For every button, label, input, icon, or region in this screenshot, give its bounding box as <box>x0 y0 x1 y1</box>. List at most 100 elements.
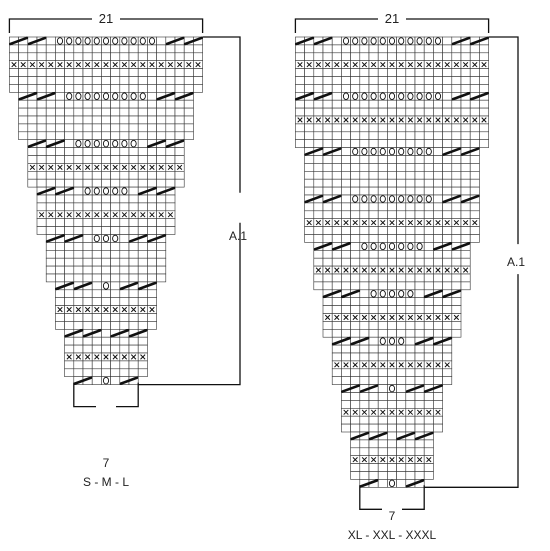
chart-cell <box>110 131 121 141</box>
chart-cell <box>128 218 139 227</box>
pattern-x-symbol <box>352 314 358 321</box>
chart-cell <box>55 257 65 267</box>
decrease-symbol <box>442 194 462 204</box>
pattern-x-symbol <box>398 456 404 463</box>
chart-cell <box>91 344 102 354</box>
chart-cell <box>55 92 65 101</box>
chart-cell <box>387 423 397 433</box>
chart-cell <box>110 186 121 196</box>
yarn-over-symbol <box>379 290 386 298</box>
chart-cell <box>110 257 121 267</box>
pattern-x-symbol <box>94 354 100 360</box>
chart-cell <box>405 471 416 480</box>
pattern-x-symbol <box>444 219 450 226</box>
chart-cell <box>101 44 111 54</box>
chart-cell <box>405 281 416 291</box>
chart-cell <box>128 344 139 354</box>
chart-cell <box>101 265 111 275</box>
chart-cell <box>322 234 333 243</box>
yarn-over-symbol <box>416 37 423 45</box>
chart-cell <box>387 52 397 61</box>
top-width-bracket <box>8 18 204 33</box>
chart-cell <box>405 289 416 298</box>
chart-tier <box>350 431 434 480</box>
chart-cell <box>174 131 185 141</box>
chart-cell <box>18 123 29 133</box>
chart-cell <box>73 36 84 46</box>
chart-cell <box>387 392 397 401</box>
decrease-symbol <box>460 194 480 204</box>
chart-cell <box>387 44 397 54</box>
chart-cell <box>82 107 93 117</box>
pattern-x-symbol <box>343 314 349 321</box>
chart-cell <box>82 234 93 243</box>
chart-cell <box>451 186 462 196</box>
chart-cell <box>137 68 148 77</box>
chart-cell <box>460 68 471 77</box>
chart-cell <box>36 52 47 61</box>
chart-cell <box>396 186 407 196</box>
pattern-x-symbol <box>389 409 395 415</box>
chart-cell <box>396 328 407 338</box>
chart-cell <box>442 36 453 46</box>
chart-cell <box>396 273 407 283</box>
yarn-over-symbol <box>388 195 396 203</box>
chart-cell <box>45 202 56 212</box>
chart-cell <box>341 305 351 314</box>
chart-cell <box>110 76 121 85</box>
decrease-symbol <box>128 328 148 338</box>
chart-cell <box>405 447 416 456</box>
yarn-over-symbol <box>388 479 396 488</box>
chart-cell <box>193 68 203 77</box>
chart-cell <box>110 368 121 377</box>
decrease-symbol <box>64 234 84 243</box>
pattern-x-symbol <box>121 354 128 360</box>
chart-cell <box>137 242 148 251</box>
chart-cell <box>147 131 157 141</box>
chart-cell <box>460 163 471 172</box>
decrease-symbol <box>331 336 351 346</box>
pattern-x-symbol <box>444 362 450 368</box>
yarn-over-symbol <box>398 242 405 251</box>
chart-cell <box>350 376 361 385</box>
chart-cell <box>331 234 342 243</box>
chart-cell <box>368 257 379 267</box>
pattern-x-symbol <box>462 117 469 123</box>
chart-cell <box>433 36 443 46</box>
bottom-width-bracket <box>73 382 139 408</box>
chart-cell <box>73 84 84 93</box>
chart-cell <box>387 99 397 109</box>
pattern-x-symbol <box>167 212 174 218</box>
chart-cell <box>147 273 157 283</box>
decrease-symbol <box>165 36 185 46</box>
pattern-x-symbol <box>472 219 478 226</box>
chart-cell <box>110 289 121 298</box>
chart-cell <box>414 194 425 204</box>
chart-cell <box>156 178 167 188</box>
chart-cell <box>350 415 361 425</box>
chart-cell <box>137 289 148 298</box>
chart-cell <box>451 250 462 259</box>
chart-cell <box>377 439 388 449</box>
chart-cell <box>101 36 111 46</box>
chart-cell <box>460 155 471 164</box>
chart-cell <box>368 297 379 306</box>
pattern-x-symbol <box>149 306 155 313</box>
chart-left-sml <box>8 18 241 408</box>
pattern-x-symbol <box>398 409 404 415</box>
left-bottom-width-label: 7 <box>103 456 110 470</box>
chart-cell <box>433 202 443 212</box>
yarn-over-symbol <box>56 37 64 45</box>
chart-cell <box>82 265 93 275</box>
chart-cell <box>359 99 370 109</box>
chart-cell <box>433 352 443 362</box>
yarn-over-symbol <box>361 242 368 251</box>
pattern-x-symbol <box>176 164 183 171</box>
chart-cell <box>313 155 324 164</box>
chart-cell <box>27 131 38 141</box>
pattern-x-symbol <box>453 219 460 226</box>
yarn-over-symbol <box>148 37 156 45</box>
chart-cell <box>45 36 56 46</box>
chart-cell <box>91 265 102 275</box>
chart-cell <box>91 155 102 164</box>
